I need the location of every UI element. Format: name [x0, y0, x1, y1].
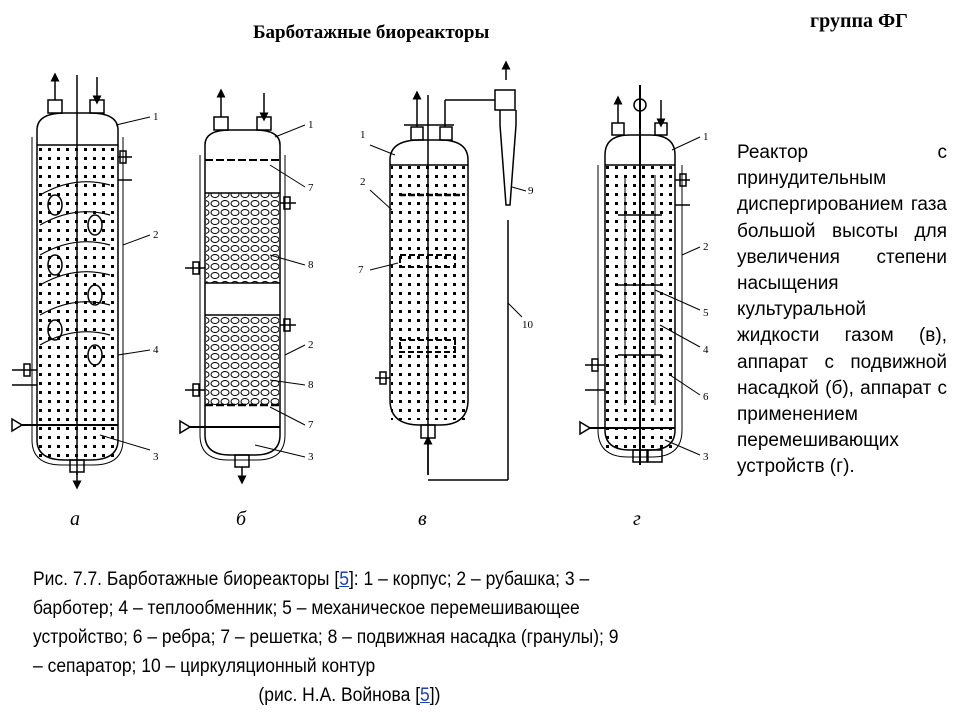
- reactor-g: [579, 85, 701, 465]
- callout-b-7b: 7: [308, 419, 314, 431]
- callout-v-1: 1: [360, 129, 366, 141]
- reactor-v: [369, 60, 527, 481]
- caption-source-line: (рис. Н.А. Войнова [5]): [33, 681, 631, 710]
- callout-v-9: 9: [528, 185, 534, 197]
- figure-caption: Рис. 7.7. Барботажные биореакторы [5]: 1…: [33, 565, 631, 710]
- callout-g-5: 5: [703, 307, 709, 319]
- callout-b-1: 1: [308, 119, 314, 131]
- figure-letter-g: г: [633, 508, 641, 530]
- reactor-a-callouts: 1 2 4 3: [153, 111, 159, 463]
- callout-g-4: 4: [703, 344, 709, 356]
- reactor-b-callouts: 1 7 8 2 8 7 3: [308, 119, 314, 463]
- reactor-g-callouts: 1 2 5 4 6 3: [703, 131, 709, 463]
- callout-a-2: 2: [153, 229, 159, 241]
- callout-g-6: 6: [703, 391, 709, 403]
- callout-g-2: 2: [703, 241, 709, 253]
- callout-g-1: 1: [703, 131, 709, 143]
- callout-b-8: 8: [308, 259, 314, 271]
- reactor-b: [179, 88, 306, 485]
- caption-part2: ]: 1 – корпус; 2 – рубашка; 3 – барботер…: [33, 569, 619, 677]
- slide-title: Барботажные биореакторы: [253, 22, 490, 43]
- caption-source-b: ]): [429, 685, 441, 706]
- figure-letter-b: б: [236, 508, 247, 530]
- callout-v-10: 10: [522, 319, 534, 331]
- figure-letter-a: а: [70, 508, 80, 530]
- caption-part1: Рис. 7.7. Барботажные биореакторы [: [33, 569, 340, 590]
- callout-v-2: 2: [360, 176, 366, 188]
- caption-source-ref-link[interactable]: 5: [420, 685, 430, 706]
- callout-a-4: 4: [153, 344, 159, 356]
- description-first-suffix: с: [937, 142, 948, 163]
- caption-ref-link[interactable]: 5: [339, 569, 349, 590]
- caption-source-a: (рис. Н.А. Войнова [: [258, 685, 421, 706]
- callout-b-2: 2: [308, 339, 314, 351]
- callout-b-3: 3: [308, 451, 314, 463]
- group-label: группа ФГ: [810, 10, 908, 32]
- callout-b-8b: 8: [308, 379, 314, 391]
- callout-a-1: 1: [153, 111, 159, 123]
- callout-g-3: 3: [703, 451, 709, 463]
- bioreactor-diagrams: 1 2 4 3 а 1 7 8 2 8: [11, 60, 709, 530]
- callout-b-7: 7: [308, 182, 314, 194]
- description: Реактор с принудительным диспергирование…: [737, 140, 947, 481]
- description-first-word: Реактор: [737, 142, 809, 163]
- callout-v-7: 7: [358, 264, 364, 276]
- figure-letter-v: в: [418, 508, 427, 530]
- reactor-a: [11, 72, 151, 490]
- callout-a-3: 3: [153, 451, 159, 463]
- reactor-v-callouts: 1 2 7 9 10: [358, 129, 534, 331]
- description-text: принудительным диспергированием газа бол…: [737, 168, 947, 478]
